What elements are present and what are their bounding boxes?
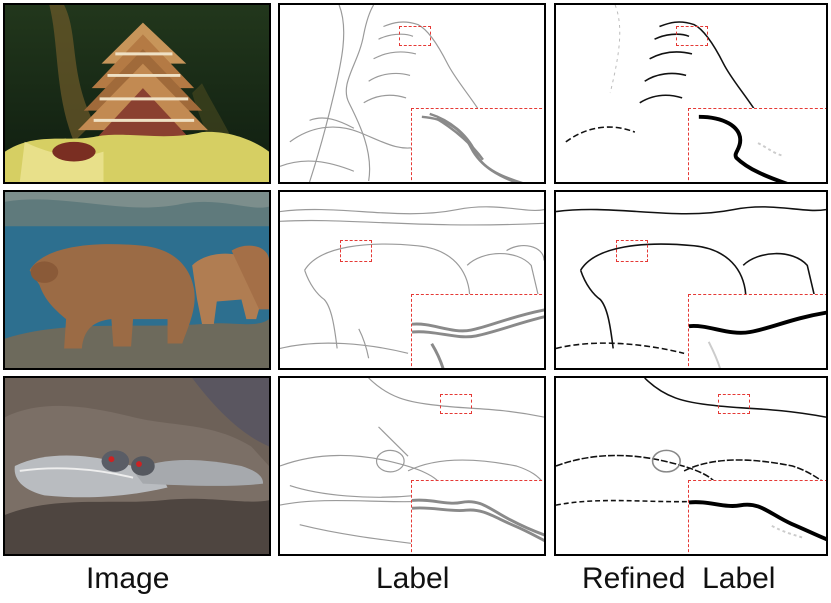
column-label-refined: Refined Label: [582, 562, 776, 595]
zoom-inset-refined-row1: [688, 108, 826, 182]
refined-panel-row3: [554, 376, 828, 556]
image-panel-row1: [3, 3, 271, 184]
refined-edge-map-row3: [556, 378, 826, 506]
zoom-inset-label-row2: [411, 294, 544, 368]
zoom-marker-label-row3: [440, 394, 472, 414]
zoom-inset-refined-row2: [688, 294, 826, 368]
zoom-inset-refined-row3: [688, 480, 826, 554]
label-panel-row3: [278, 376, 546, 556]
label-panel-row2: [278, 190, 546, 370]
column-label-image: Image: [86, 562, 170, 595]
zoom-marker-refined-row1: [676, 26, 708, 46]
column-label-label: Label: [376, 562, 450, 595]
zoom-marker-refined-row3: [718, 394, 750, 414]
refined-panel-row2: [554, 190, 828, 370]
bears-photo: [5, 192, 269, 368]
gulls-photo: [5, 378, 269, 554]
label-panel-row1: [278, 3, 546, 184]
zoom-inset-label-row1: [411, 108, 544, 182]
zoom-inset-label-row3: [411, 480, 544, 554]
refined-panel-row1: [554, 3, 828, 184]
image-panel-row2: [3, 190, 271, 370]
zoom-marker-refined-row2: [616, 240, 648, 262]
zoom-marker-label-row1: [399, 26, 431, 46]
image-panel-row3: [3, 376, 271, 556]
zoom-marker-label-row2: [340, 240, 372, 262]
sea-creature-photo: [5, 5, 269, 182]
